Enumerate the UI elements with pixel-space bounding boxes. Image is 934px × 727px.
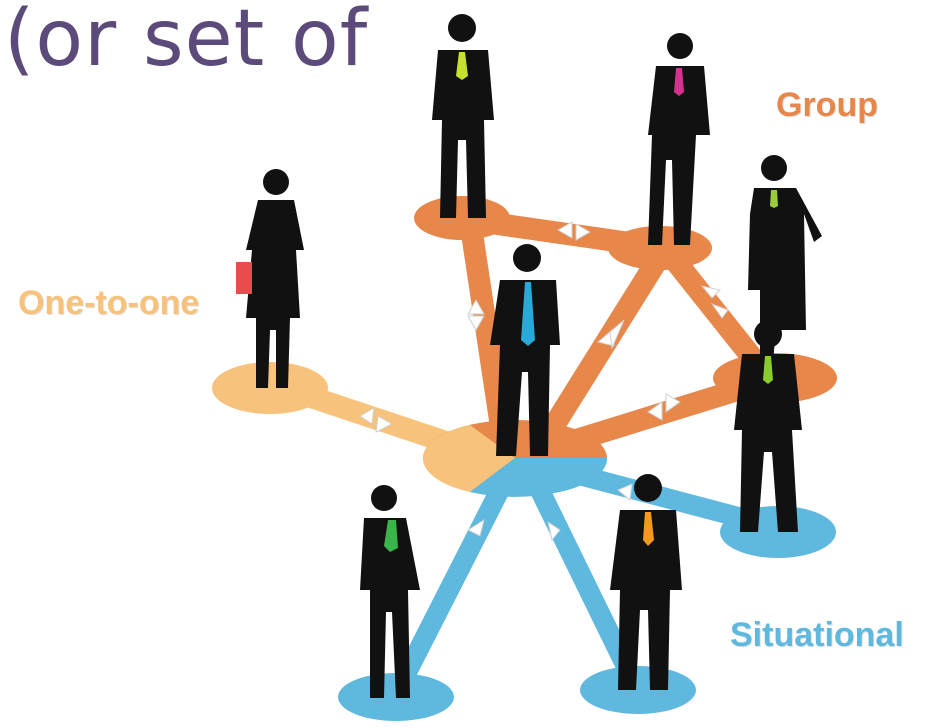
right-person (734, 320, 802, 532)
one-to-one-label: One-to-one (18, 284, 200, 322)
situational-connectors (388, 460, 790, 700)
platform-one-to-one (212, 362, 328, 414)
situational-label: Situational (730, 616, 904, 654)
top-right-person (648, 33, 710, 245)
platform-bottom-right (580, 666, 696, 714)
center-person (490, 244, 560, 456)
platform-top-left (414, 196, 510, 240)
heading-text: (or set of (4, 0, 369, 84)
top-left-person (432, 14, 494, 218)
connector-arrows (359, 221, 729, 542)
group-label: Group (776, 86, 878, 124)
left-woman (236, 169, 304, 388)
central-hub (422, 420, 608, 497)
bottom-left-person (360, 485, 420, 698)
bottom-right-person (610, 474, 682, 690)
